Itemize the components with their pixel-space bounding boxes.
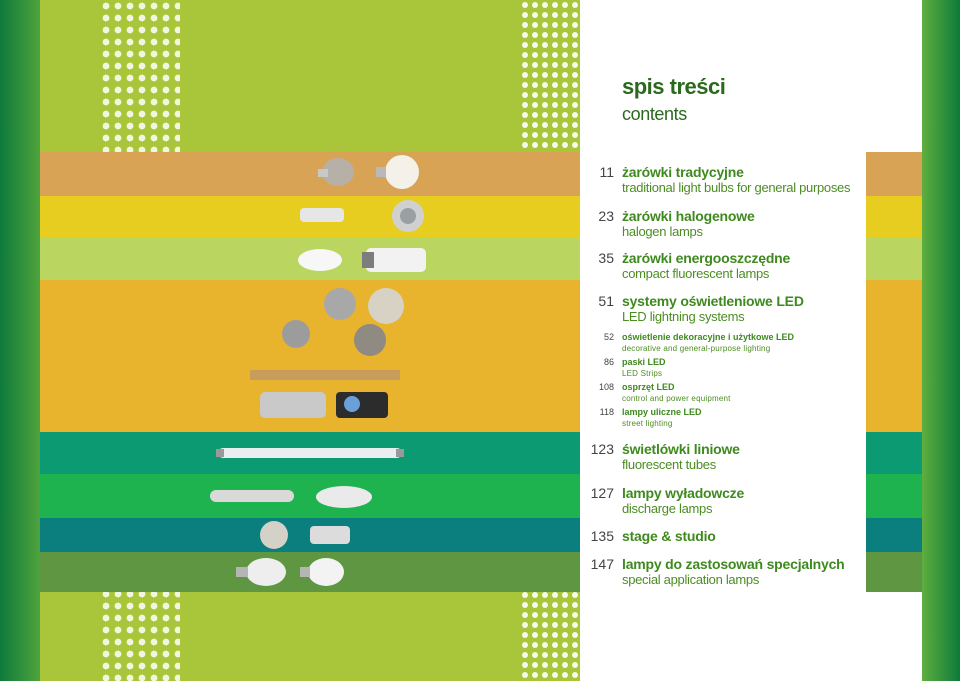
entry-title-en: LED lightning systems — [622, 309, 745, 324]
entry-title-pl[interactable]: lampy wyładowcze — [622, 485, 745, 501]
tab-discharge — [866, 474, 922, 518]
entry-page-number: 51 — [598, 293, 614, 309]
entry-title-pl[interactable]: żarówki tradycyjne — [622, 164, 744, 180]
entry-title-pl[interactable]: lampy do zastosowań specjalnych — [622, 556, 845, 572]
entry-page-number: 35 — [598, 250, 614, 266]
subentry-title-pl[interactable]: lampy uliczne LED — [622, 407, 702, 417]
subentry-title-pl[interactable]: paski LED — [622, 357, 666, 367]
subentry-title-en: decorative and general-purpose lighting — [622, 344, 771, 353]
entry-title-en: fluorescent tubes — [622, 457, 716, 472]
subentry-page-number: 118 — [599, 407, 614, 417]
page-subtitle: contents — [622, 104, 687, 124]
entry-title-en: compact fluorescent lamps — [622, 266, 770, 281]
left-edge-gradient — [0, 0, 40, 681]
subentry-title-pl[interactable]: osprzęt LED — [622, 382, 675, 392]
entry-page-number: 127 — [590, 485, 614, 501]
tab-incandescent — [866, 152, 922, 196]
band-incandescent — [40, 152, 580, 196]
tab-stage — [866, 518, 922, 552]
subentry-title-en: street lighting — [622, 419, 673, 428]
entry-title-pl[interactable]: żarówki halogenowe — [622, 208, 755, 224]
special-application-lamps-image — [236, 558, 344, 586]
tab-led — [866, 280, 922, 432]
entry-page-number: 135 — [590, 528, 614, 544]
discharge-lamps-image — [210, 486, 372, 508]
entry-title-pl[interactable]: stage & studio — [622, 528, 716, 544]
entry-title-en: special application lamps — [622, 572, 760, 587]
subentry-title-en: LED Strips — [622, 369, 663, 378]
subentry-title-pl[interactable]: oświetlenie dekoracyjne i użytkowe LED — [622, 332, 795, 342]
cfl-lamps-image — [298, 248, 426, 272]
subentry-page-number: 52 — [603, 332, 614, 342]
tab-special — [866, 552, 922, 592]
incandescent-bulbs-image — [318, 155, 419, 189]
tab-cfl — [866, 238, 922, 280]
entry-title-pl[interactable]: świetlówki liniowe — [622, 441, 740, 457]
entry-title-pl[interactable]: systemy oświetleniowe LED — [622, 293, 804, 309]
subentry-page-number: 108 — [598, 382, 614, 392]
entry-title-en: halogen lamps — [622, 224, 703, 239]
entry-page-number: 23 — [598, 208, 614, 224]
entry-title-pl[interactable]: żarówki energooszczędne — [622, 250, 791, 266]
page-title: spis treści — [622, 74, 726, 99]
entry-page-number: 147 — [590, 556, 614, 572]
tab-fluorescent — [866, 432, 922, 474]
band-discharge — [40, 474, 580, 518]
entry-page-number: 123 — [590, 441, 614, 457]
right-edge-gradient — [922, 0, 960, 681]
tab-halogen — [866, 196, 922, 238]
subentry-title-en: control and power equipment — [622, 394, 731, 403]
led-products-image — [250, 288, 404, 418]
subentry-page-number: 86 — [603, 357, 614, 367]
entry-page-number: 11 — [599, 164, 614, 180]
fluorescent-tube-image — [216, 448, 404, 458]
stage-studio-lamps-image — [260, 521, 350, 549]
entry-title-en: discharge lamps — [622, 501, 713, 516]
halogen-lamps-image — [300, 200, 424, 232]
entry-title-en: traditional light bulbs for general purp… — [622, 180, 851, 195]
